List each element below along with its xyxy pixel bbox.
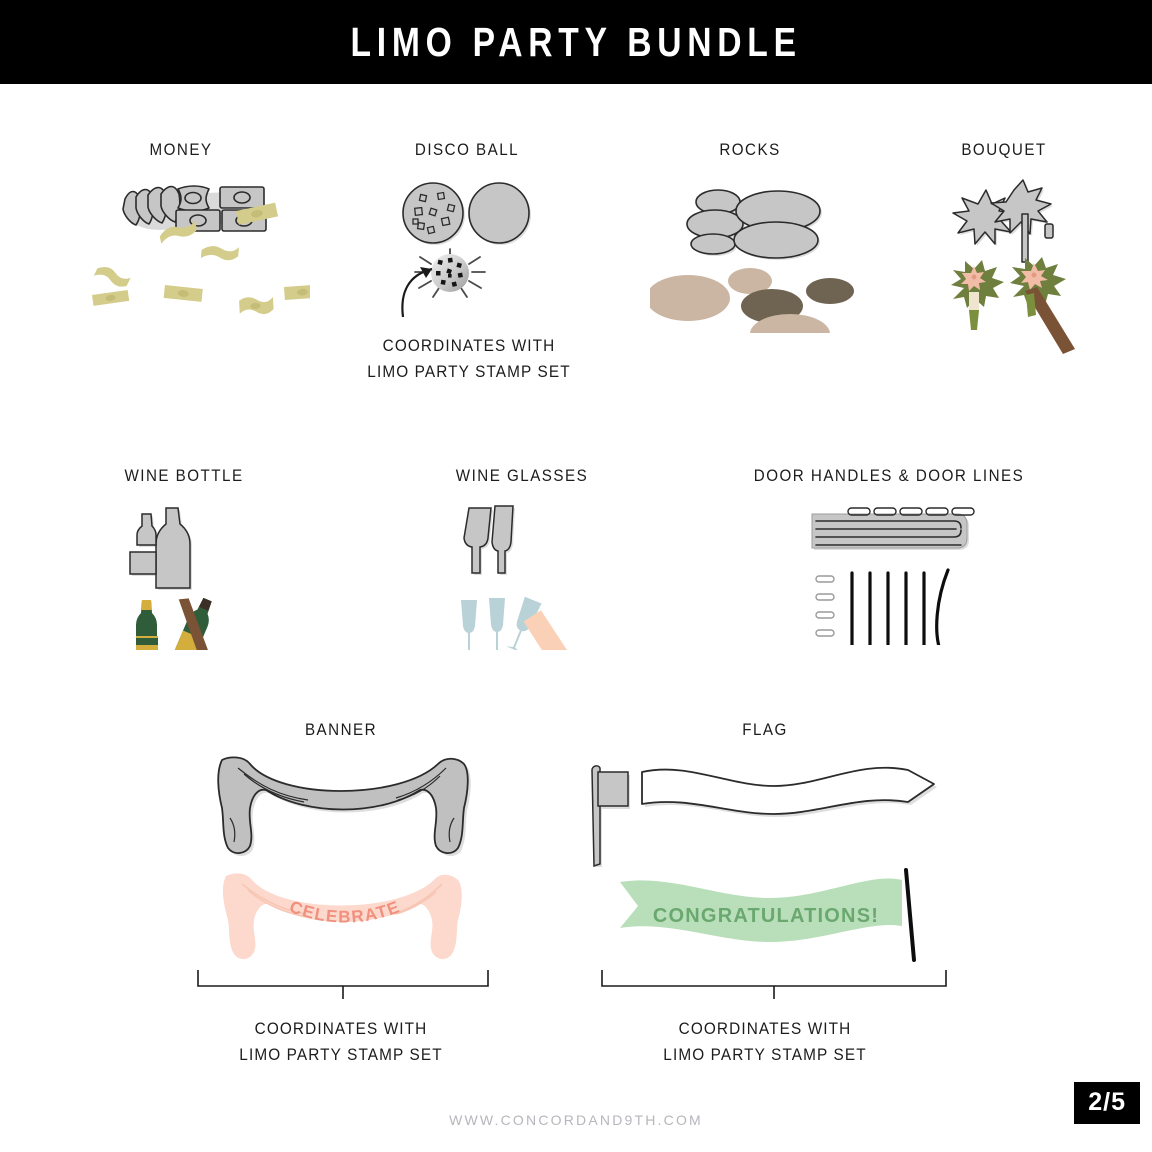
flag-bracket — [601, 970, 947, 999]
flag-sample-text: CONGRATULATIONS! — [653, 905, 879, 927]
flag-note-line1: COORDINATES WITH — [678, 1020, 852, 1038]
page-title: LIMO PARTY BUNDLE — [350, 18, 802, 65]
disco-ball-coordinates-note: COORDINATES WITH LIMO PARTY STAMP SET — [367, 333, 570, 385]
svg-text:CELEBRATE: CELEBRATE — [287, 897, 403, 926]
section-label-wine-glasses: WINE GLASSES — [455, 467, 589, 485]
banner-art: CELEBRATE — [217, 756, 471, 960]
disco-note-line2: LIMO PARTY STAMP SET — [367, 363, 571, 381]
banner-note-line1: COORDINATES WITH — [254, 1020, 428, 1038]
flag-note-line2: LIMO PARTY STAMP SET — [663, 1046, 867, 1064]
money-art — [92, 185, 310, 315]
disco-ball-art — [401, 182, 531, 318]
flag-art: CONGRATULATIONS! — [591, 765, 937, 962]
disco-note-line1: COORDINATES WITH — [382, 337, 556, 355]
page-indicator: 2/5 — [1074, 1082, 1140, 1124]
rocks-art — [650, 189, 854, 333]
section-label-money: MONEY — [149, 141, 213, 159]
section-label-rocks: ROCKS — [719, 141, 781, 159]
banner-sample-text: CELEBRATE — [287, 897, 402, 926]
section-label-banner: BANNER — [304, 721, 378, 739]
banner-coordinates-note: COORDINATES WITH LIMO PARTY STAMP SET — [239, 1016, 442, 1068]
bouquet-art — [951, 179, 1075, 354]
flag-coordinates-note: COORDINATES WITH LIMO PARTY STAMP SET — [663, 1016, 866, 1068]
section-label-door-handles: DOOR HANDLES & DOOR LINES — [753, 467, 1025, 485]
footer-url: WWW.CONCORDAND9TH.COM — [449, 1112, 703, 1128]
section-label-bouquet: BOUQUET — [961, 141, 1047, 159]
section-label-wine-bottle: WINE BOTTLE — [124, 467, 244, 485]
wine-bottle-art — [129, 507, 212, 650]
wine-glasses-art — [461, 505, 573, 650]
page-header: LIMO PARTY BUNDLE — [0, 0, 1152, 84]
banner-note-line2: LIMO PARTY STAMP SET — [239, 1046, 443, 1064]
section-label-disco-ball: DISCO BALL — [414, 141, 520, 159]
door-handles-art — [811, 507, 975, 645]
section-label-flag: FLAG — [742, 721, 788, 739]
banner-bracket — [197, 970, 489, 999]
